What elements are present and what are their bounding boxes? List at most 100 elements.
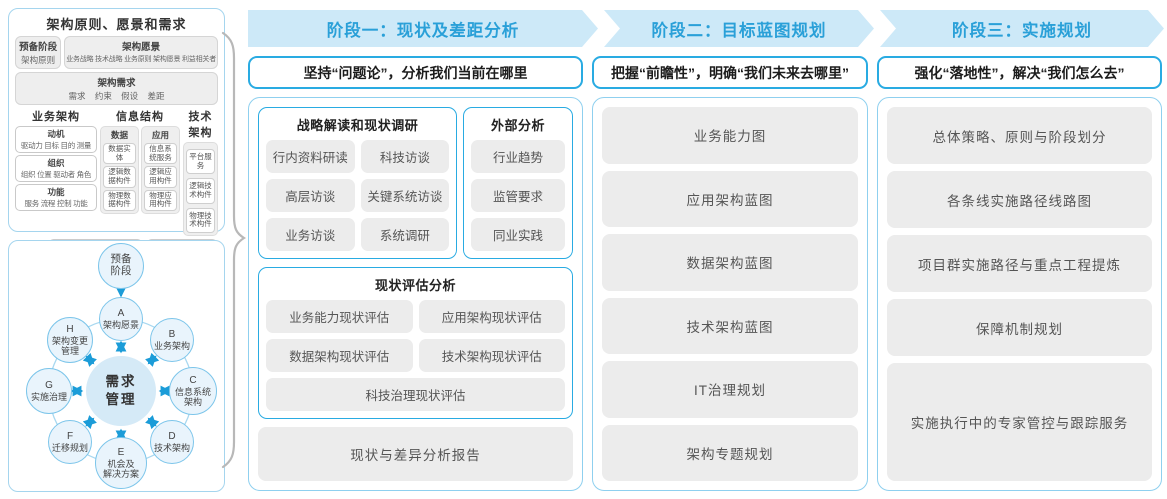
data-column: 数据 数据实体 逻辑数据构件 物理数据构件 bbox=[100, 126, 139, 214]
logical-app-chip: 逻辑应用构件 bbox=[144, 166, 177, 188]
adm-circle-f-migration: F 迁移规划 bbox=[48, 420, 92, 464]
phase-2-header-label: 阶段二：目标蓝图规划 bbox=[651, 21, 827, 40]
data-column-title: 数据 bbox=[110, 130, 128, 140]
technology-architecture-section: 技术架构 平台服务 逻辑技术构件 物理技术构件 bbox=[183, 108, 218, 236]
adm-prep-stage-circle: 预备 阶段 bbox=[98, 243, 144, 289]
adm-prep-label: 预备 阶段 bbox=[110, 253, 132, 277]
phase-3-header-label: 阶段三：实施规划 bbox=[952, 21, 1092, 40]
phase-3-subheader: 强化“落地性”，解决“我们怎么去” bbox=[877, 56, 1162, 89]
task-chip: 关键系统访谈 bbox=[360, 179, 450, 212]
deliverable-box: 项目群实施路径与重点工程提炼 bbox=[887, 235, 1152, 292]
phase-3-container: 总体策略、原则与阶段划分 各条线实施路径线路图 项目群实施路径与重点工程提炼 保… bbox=[877, 97, 1162, 491]
requirements-management-label: 需求 管理 bbox=[105, 374, 137, 407]
logical-tech-chip: 逻辑技术构件 bbox=[186, 178, 215, 204]
prep-stage-title: 预备阶段 bbox=[19, 42, 58, 53]
phase-2-header-arrow: 阶段二：目标蓝图规划 bbox=[604, 10, 874, 47]
physical-data-chip: 物理数据构件 bbox=[103, 189, 136, 211]
deliverable-box: 数据架构蓝图 bbox=[602, 234, 858, 291]
application-column: 应用 信息系统服务 逻辑应用构件 物理应用构件 bbox=[141, 126, 180, 214]
technology-architecture-title: 技术架构 bbox=[188, 111, 213, 139]
deliverable-box: 架构专题规划 bbox=[602, 424, 858, 481]
strategy-research-title: 战略解读和现状调研 bbox=[296, 118, 419, 133]
prep-stage-box: 预备阶段 架构原则 bbox=[15, 36, 62, 69]
prep-stage-subtitle: 架构原则 bbox=[21, 55, 56, 65]
task-chip: 业务能力现状评估 bbox=[266, 300, 413, 333]
phase-2-subheader: 把握“前瞻性”，明确“我们未来去哪里” bbox=[592, 56, 868, 89]
application-column-title: 应用 bbox=[151, 130, 169, 140]
organization-title: 组织 bbox=[47, 158, 65, 168]
task-chip: 数据架构现状评估 bbox=[266, 339, 413, 372]
logical-data-chip: 逻辑数据构件 bbox=[103, 166, 136, 188]
adm-circle-g-governance: G 实施治理 bbox=[26, 368, 72, 414]
adm-diagram-panel: 预备 阶段 A 架构愿景 B 业务架构 C 信息系统 架构 D 技术架构 E 机… bbox=[8, 240, 225, 492]
architecture-content-panel: 架构原则、愿景和需求 预备阶段 架构原则 架构愿景 业务战略 技术战略 业务原则… bbox=[8, 8, 225, 277]
external-analysis-group: 外部分析 行业趋势 监管要求 同业实践 bbox=[463, 107, 573, 259]
physical-app-chip: 物理应用构件 bbox=[144, 189, 177, 211]
deliverable-box: IT治理规划 bbox=[602, 361, 858, 418]
adm-circle-d-technology: D 技术架构 bbox=[150, 420, 194, 464]
deliverable-box: 业务能力图 bbox=[602, 107, 858, 164]
adm-circle-h-change-management: H 架构变更 管理 bbox=[47, 317, 93, 363]
task-chip: 应用架构现状评估 bbox=[418, 300, 565, 333]
information-structure-section: 信息结构 数据 数据实体 逻辑数据构件 物理数据构件 应用 信息系统服务 逻辑应… bbox=[100, 108, 180, 236]
panel-title: 架构原则、愿景和需求 bbox=[46, 17, 187, 32]
phase-1-header-arrow: 阶段一：现状及差距分析 bbox=[248, 10, 598, 47]
phase-3-subheader-label: 强化“落地性”，解决“我们怎么去” bbox=[914, 64, 1125, 81]
vision-title: 架构愿景 bbox=[122, 42, 161, 53]
vision-subtitle: 业务战略 技术战略 业务原则 架构愿景 利益相关者 bbox=[66, 56, 216, 63]
requirements-subtitle: 需求 约束 假设 差距 bbox=[68, 91, 165, 101]
task-chip: 监管要求 bbox=[471, 179, 565, 212]
adm-circle-e-opportunities: E 机会及 解决方案 bbox=[95, 437, 147, 489]
architecture-vision-box: 架构愿景 业务战略 技术战略 业务原则 架构愿景 利益相关者 bbox=[64, 36, 218, 69]
task-chip: 行业趋势 bbox=[471, 140, 565, 173]
phase-3-header-arrow: 阶段三：实施规划 bbox=[880, 10, 1164, 47]
info-system-service-chip: 信息系统服务 bbox=[144, 143, 177, 165]
external-analysis-title: 外部分析 bbox=[491, 118, 546, 133]
deliverable-box: 保障机制规划 bbox=[887, 299, 1152, 356]
phase-1-header-label: 阶段一：现状及差距分析 bbox=[326, 21, 520, 40]
adm-circle-c-information-systems: C 信息系统 架构 bbox=[169, 367, 217, 415]
motivation-title: 动机 bbox=[47, 129, 65, 139]
task-chip: 技术架构现状评估 bbox=[418, 339, 565, 372]
organization-box: 组织 组织 位置 驱动者 角色 bbox=[15, 155, 97, 182]
requirements-title: 架构需求 bbox=[97, 78, 136, 89]
phase-1-container: 战略解读和现状调研 行内资料研读 科技访谈 高层访谈 关键系统访谈 业务访谈 系… bbox=[248, 97, 583, 491]
business-architecture-section: 业务架构 动机 驱动力 目标 目的 测量 组织 组织 位置 驱动者 角色 功能 … bbox=[15, 108, 97, 236]
adm-circle-b-business: B 业务架构 bbox=[150, 318, 194, 362]
function-title: 功能 bbox=[47, 187, 65, 197]
phase-1-subheader-label: 坚持“问题论”，分析我们当前在哪里 bbox=[303, 64, 528, 81]
motivation-subtitle: 驱动力 目标 目的 测量 bbox=[20, 141, 92, 150]
deliverable-box: 应用架构蓝图 bbox=[602, 170, 858, 227]
requirements-management-circle: 需求 管理 bbox=[86, 356, 156, 426]
deliverable-box: 实施执行中的专家管控与跟踪服务 bbox=[887, 363, 1152, 481]
function-box: 功能 服务 流程 控制 功能 bbox=[15, 184, 97, 211]
data-entity-chip: 数据实体 bbox=[103, 143, 136, 165]
gap-analysis-report-box: 现状与差异分析报告 bbox=[258, 427, 573, 481]
task-chip: 科技访谈 bbox=[360, 140, 450, 173]
assessment-analysis-group: 现状评估分析 业务能力现状评估 应用架构现状评估 数据架构现状评估 技术架构现状… bbox=[258, 267, 573, 419]
assessment-analysis-title: 现状评估分析 bbox=[374, 278, 456, 293]
task-chip: 科技治理现状评估 bbox=[266, 378, 565, 411]
platform-service-chip: 平台服务 bbox=[186, 149, 215, 175]
task-chip: 业务访谈 bbox=[266, 218, 355, 251]
task-chip: 同业实践 bbox=[471, 218, 565, 251]
deliverable-box: 技术架构蓝图 bbox=[602, 297, 858, 354]
phase-1-subheader: 坚持“问题论”，分析我们当前在哪里 bbox=[248, 56, 583, 89]
deliverable-box: 总体策略、原则与阶段划分 bbox=[887, 107, 1152, 164]
organization-subtitle: 组织 位置 驱动者 角色 bbox=[20, 170, 92, 179]
business-architecture-title: 业务架构 bbox=[32, 111, 80, 123]
information-structure-title: 信息结构 bbox=[116, 111, 164, 123]
adm-circle-a-vision: A 架构愿景 bbox=[99, 297, 143, 341]
prep-vision-row: 预备阶段 架构原则 架构愿景 业务战略 技术战略 业务原则 架构愿景 利益相关者 bbox=[15, 36, 218, 69]
task-chip: 高层访谈 bbox=[266, 179, 355, 212]
motivation-box: 动机 驱动力 目标 目的 测量 bbox=[15, 126, 97, 153]
grouping-brace bbox=[221, 31, 247, 469]
architecture-requirements-box: 架构需求 需求 约束 假设 差距 bbox=[15, 72, 218, 105]
task-chip: 系统调研 bbox=[360, 218, 450, 251]
phase-2-container: 业务能力图 应用架构蓝图 数据架构蓝图 技术架构蓝图 IT治理规划 架构专题规划 bbox=[592, 97, 868, 491]
architecture-domains-row: 业务架构 动机 驱动力 目标 目的 测量 组织 组织 位置 驱动者 角色 功能 … bbox=[15, 108, 218, 236]
task-chip: 行内资料研读 bbox=[266, 140, 355, 173]
phase-2-subheader-label: 把握“前瞻性”，明确“我们未来去哪里” bbox=[611, 64, 849, 81]
deliverable-box: 各条线实施路径线路图 bbox=[887, 171, 1152, 228]
